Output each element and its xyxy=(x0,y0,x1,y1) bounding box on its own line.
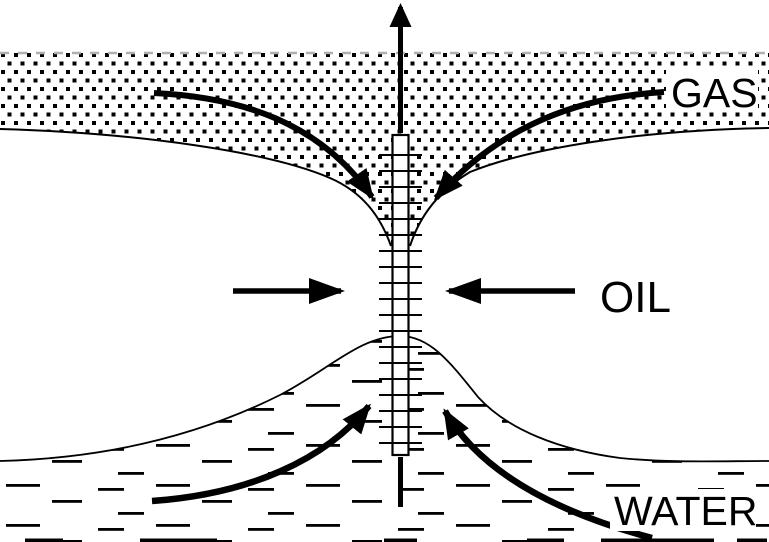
water-coning-arrow-left xyxy=(151,403,372,505)
oil-zone-label: OIL xyxy=(600,273,671,322)
wellbore-casing xyxy=(391,133,410,457)
gas-coning-arrow-right xyxy=(433,89,665,201)
oil-water-contact-line xyxy=(0,335,769,463)
wellbore xyxy=(379,133,422,507)
water-zone-label: WATER xyxy=(614,488,757,534)
water-label-backing xyxy=(610,489,754,531)
gas-coning-arrow-left xyxy=(153,90,375,200)
gas-oil-contact-line xyxy=(0,127,769,247)
water-bottom-dashes xyxy=(25,538,767,542)
water-zone-dash-fill xyxy=(0,336,769,542)
gas-zone-stipple-fill xyxy=(0,53,769,246)
wellbore-perforation-rungs xyxy=(379,154,422,444)
gas-label-backing xyxy=(666,70,758,112)
gas-zone-label: GAS xyxy=(671,70,758,116)
